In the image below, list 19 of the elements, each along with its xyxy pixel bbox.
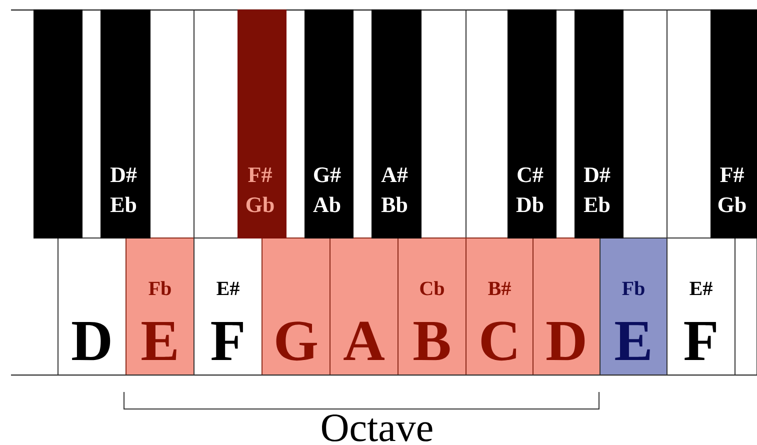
piano-key: D# Eb: [574, 10, 624, 238]
piano-key: A# Bb: [372, 10, 422, 238]
piano-key: D: [532, 238, 600, 376]
piano-key: G: [262, 238, 330, 376]
piano-key: C# Db: [508, 10, 556, 238]
piano-key: D: [58, 238, 126, 376]
piano-key: E# F: [666, 238, 736, 376]
piano-key: B# C: [466, 238, 534, 376]
piano-key: Fb E: [126, 238, 194, 376]
piano-key: A: [330, 238, 398, 376]
piano-key: D# Eb: [100, 10, 150, 238]
piano-key: Fb E: [600, 238, 668, 376]
piano-key: F# Gb: [710, 10, 757, 238]
piano-key: E# F: [194, 238, 262, 376]
octave-label: Octave: [322, 414, 432, 442]
piano-key: Cb B: [398, 238, 466, 376]
piano-key: G# Ab: [304, 10, 354, 238]
piano-key: [34, 10, 82, 238]
piano-key: F# Gb: [238, 10, 286, 238]
